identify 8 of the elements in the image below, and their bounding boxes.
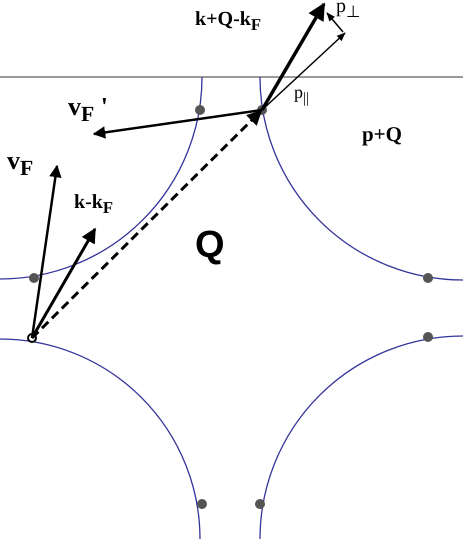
vector-label: v$_{F}$ ' [68, 94, 108, 126]
vector-label: v$_{F}$ [7, 148, 34, 180]
vector-label: p$_{⊥}$ [336, 0, 361, 21]
vector-label: p$_{||}$ [294, 83, 310, 107]
region-label: p+Q [362, 124, 402, 145]
vector-label: k+Q-k$_{F}$ [195, 9, 262, 34]
vector-label: Q [195, 226, 225, 264]
vector-label: k-k$_{F}$ [74, 192, 114, 217]
